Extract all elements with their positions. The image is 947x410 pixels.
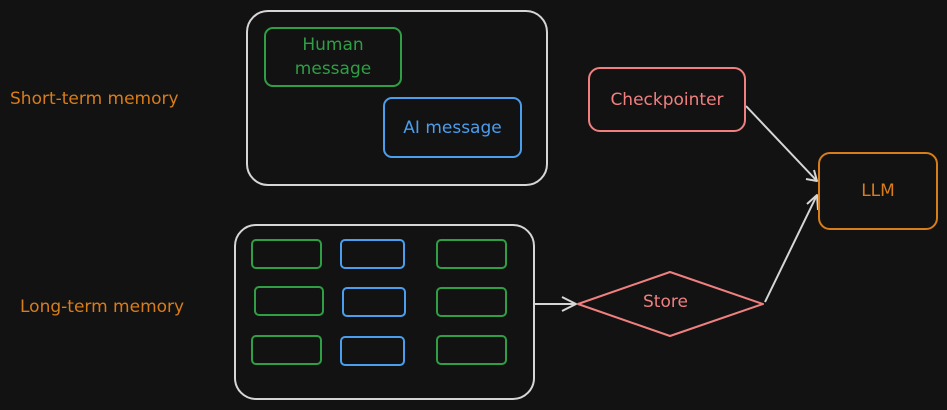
memory-item: [436, 287, 507, 317]
memory-item: [436, 335, 507, 365]
short-term-memory-label: Short-term memory: [10, 89, 179, 109]
checkpointer-node: Checkpointer: [588, 67, 746, 132]
long-term-memory-container: [234, 224, 535, 400]
memory-item: [340, 336, 405, 366]
memory-item: [342, 287, 406, 317]
ai-message-box: AI message: [383, 97, 522, 158]
memory-item: [436, 239, 507, 269]
memory-item: [251, 239, 322, 269]
arrow-store-to-llm: [764, 194, 818, 303]
arrowhead-store-to-llm: [806, 194, 819, 211]
arrow-checkpointer-to-llm: [745, 105, 818, 182]
arrowhead-checkpointer-to-llm: [805, 169, 818, 182]
human-message-box: Human message: [264, 27, 402, 87]
llm-node: LLM: [818, 152, 938, 230]
ai-message-text: AI message: [403, 117, 502, 138]
llm-text: LLM: [861, 181, 895, 201]
store-diamond: [577, 271, 764, 337]
arrowhead-longterm-to-store: [561, 296, 577, 312]
memory-item: [251, 335, 322, 365]
store-text: Store: [643, 292, 688, 312]
short-term-memory-container: [246, 10, 548, 186]
long-term-memory-label: Long-term memory: [20, 297, 185, 317]
memory-item: [254, 286, 324, 316]
human-message-text: Human message: [294, 35, 372, 79]
checkpointer-text: Checkpointer: [610, 89, 724, 110]
memory-item: [340, 239, 405, 269]
